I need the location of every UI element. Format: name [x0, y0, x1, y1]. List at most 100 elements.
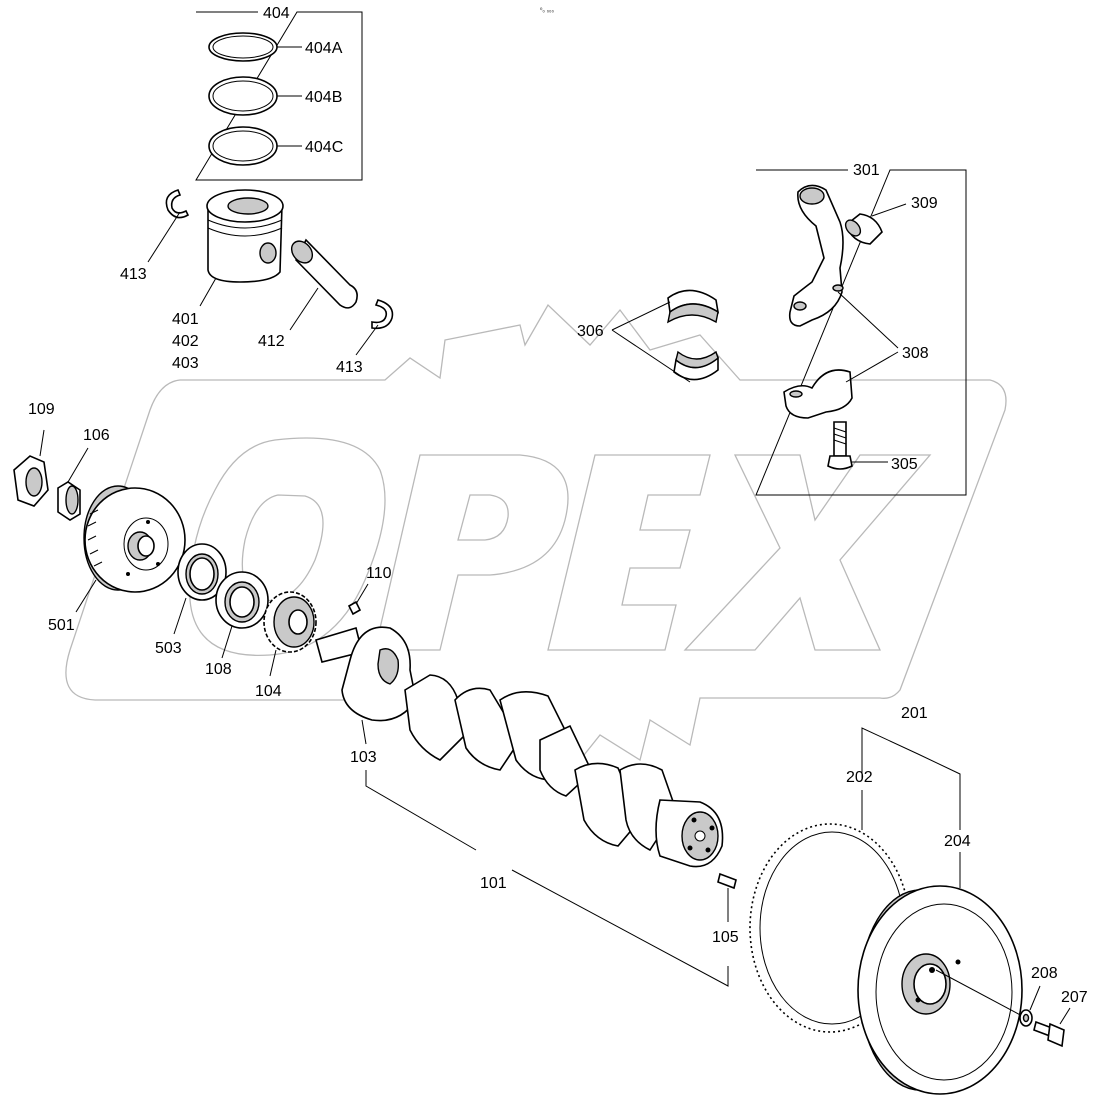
label-201: 201 [901, 705, 928, 722]
circlip-413-left [165, 189, 190, 219]
ring-404c-inner [212, 130, 274, 162]
connecting-rod-cap [783, 369, 853, 419]
label-309: 309 [911, 195, 938, 212]
piston-body [207, 204, 283, 283]
cap-bolt-hole [789, 390, 803, 398]
piston-ring-set-group: 404 404A 404B 404C [195, 5, 363, 181]
leader-413-left [147, 211, 181, 263]
connecting-rod [788, 184, 844, 327]
label-404a: 404A [305, 40, 343, 57]
bushing-bore [844, 219, 862, 237]
label-306: 306 [577, 323, 604, 340]
label-301: 301 [853, 162, 880, 179]
flange-hole-a [691, 817, 697, 823]
leader-108 [221, 625, 233, 659]
leader-207 [1059, 1007, 1071, 1025]
bracket-101 [365, 770, 729, 987]
small-end-bore [799, 187, 825, 205]
leader-309 [871, 203, 907, 217]
spacer-face [65, 485, 79, 515]
damper-grooves [87, 509, 103, 567]
flange-hole-center [694, 830, 706, 842]
leader-401 [199, 277, 217, 307]
label-108: 108 [205, 661, 232, 678]
flywheel-hole-a [929, 967, 935, 973]
label-110: 110 [366, 565, 392, 582]
bearing-shell-lower-side [675, 350, 719, 369]
dowel-pin-105 [717, 872, 737, 890]
seal-108-bore [229, 586, 255, 618]
crank-front-journal [377, 648, 400, 685]
leader-413-right [355, 324, 379, 356]
watermark-letter-p [374, 454, 569, 651]
flange-hole-d [687, 845, 693, 851]
label-101: 101 [480, 875, 507, 892]
leader-501 [75, 579, 97, 613]
top-mark: ⁰₀ ₀₀₀ [540, 7, 555, 14]
leader-306 [611, 301, 691, 383]
ring-404b [208, 76, 278, 116]
leader-110 [355, 583, 369, 605]
leader-503 [173, 597, 187, 635]
crankshaft-group: 105 103 101 [315, 626, 739, 987]
label-109: 109 [28, 401, 55, 418]
flywheel-bolt-207 [1047, 1022, 1065, 1048]
watermark-gear-outline [65, 303, 1007, 762]
opex-watermark [65, 303, 1007, 762]
circlip-413-right [371, 299, 394, 330]
label-404b: 404B [305, 89, 342, 106]
watermark-letter-e [547, 454, 711, 651]
front-end-group: 109 106 501 503 108 [13, 401, 392, 700]
label-104: 104 [255, 683, 282, 700]
piston-grooves [207, 219, 283, 237]
label-308: 308 [902, 345, 929, 362]
bearing-shell-upper-side [667, 303, 719, 324]
leader-308 [837, 291, 899, 383]
flange-hole-b [709, 825, 715, 831]
ring-404c [208, 126, 278, 166]
damper-hole-a [146, 520, 150, 524]
flywheel-hole-b [955, 959, 961, 965]
damper-hole-c [126, 572, 130, 576]
flange-hole-c [705, 847, 711, 853]
bolt-axis-line [935, 969, 1027, 1019]
damper-bore [137, 535, 155, 557]
leader-103 [361, 719, 367, 745]
flywheel-hub-face [913, 963, 947, 1005]
label-412: 412 [258, 333, 285, 350]
damper-hub-ring [123, 517, 169, 571]
leader-104 [269, 649, 277, 677]
crankshaft-gear-104 [263, 591, 317, 653]
leader-412 [289, 287, 319, 331]
seal-503-bore [189, 557, 215, 591]
piston-pin-bore [259, 242, 277, 264]
label-105: 105 [712, 929, 739, 946]
label-207: 207 [1061, 989, 1088, 1006]
label-401: 401 [172, 311, 199, 328]
piston-bowl [227, 197, 269, 215]
label-402: 402 [172, 333, 199, 350]
label-413-left: 413 [120, 266, 147, 283]
leader-109 [39, 429, 45, 457]
damper-hole-b [156, 562, 160, 566]
piston-group: 413 401 402 403 412 413 [120, 189, 394, 376]
ring-set-box [195, 11, 363, 181]
washer-bore [1022, 1013, 1030, 1023]
rod-bolt-hole-b [832, 284, 844, 292]
nut-bore [25, 467, 43, 497]
key-110 [347, 600, 362, 616]
watermark-letter-x [683, 454, 932, 651]
flywheel-face-ring [875, 903, 1013, 1081]
label-404c: 404C [305, 139, 343, 156]
label-503: 503 [155, 640, 182, 657]
leader-106 [67, 447, 89, 483]
ring-leaders [277, 46, 302, 147]
connecting-rod-group: 301 309 308 305 [755, 162, 967, 496]
leader-208 [1029, 985, 1041, 1011]
label-305: 305 [891, 456, 918, 473]
rod-bolt-head-305 [827, 455, 853, 470]
bracket-201 [861, 727, 961, 830]
bearing-shells-group: 306 [577, 289, 720, 383]
